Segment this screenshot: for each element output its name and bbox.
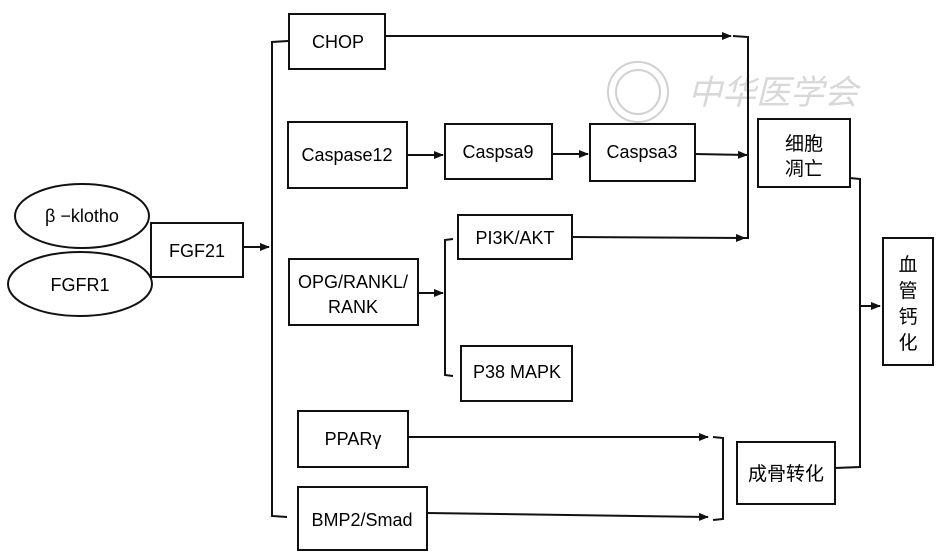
opg-bracket <box>444 238 454 377</box>
chop-label: CHOP <box>312 32 364 52</box>
caspsa3-box <box>589 123 696 182</box>
beta-klotho-label: β −klotho <box>45 206 119 226</box>
vascular-calcification-box <box>882 237 934 366</box>
apoptosis-box <box>757 118 851 188</box>
chop-box <box>288 13 386 70</box>
bmp2-smad-arrow <box>426 512 709 521</box>
osteogenic-bracket <box>712 436 724 521</box>
p38-mapk-box <box>460 345 573 402</box>
beta-klotho-ellipse <box>14 183 150 249</box>
apoptosis-label-line1: 细胞 <box>785 133 823 155</box>
fgf21-label: FGF21 <box>169 241 225 261</box>
ppar-gamma-box <box>297 410 409 468</box>
fgf21-box <box>150 222 244 278</box>
vascular-calcification-char-1: 血 <box>898 254 917 276</box>
watermark-text: 中华医学会 <box>688 73 862 113</box>
opg-rankl-rank-label-line2: RANK <box>328 297 378 317</box>
osteogenic-box <box>736 441 836 505</box>
pi3k-akt-box <box>457 214 573 260</box>
watermark-seal-inner <box>615 69 661 115</box>
osteogenic-label: 成骨转化 <box>748 463 824 485</box>
main-bracket <box>271 40 289 518</box>
caspase12-label: Caspase12 <box>301 145 392 165</box>
bmp2-smad-box <box>297 486 428 551</box>
fgfr1-label: FGFR1 <box>50 275 109 295</box>
caspsa9-label: Caspsa9 <box>462 142 533 162</box>
ppar-gamma-label: PPARγ <box>325 429 382 449</box>
outcome-bracket <box>834 177 861 469</box>
watermark-seal-icon <box>607 61 669 123</box>
watermark: 中华医学会 <box>607 61 862 123</box>
apoptosis-label-line2: 凋亡 <box>785 158 823 180</box>
vascular-calcification-char-3: 钙 <box>898 306 917 328</box>
fgfr1-ellipse <box>7 251 153 317</box>
vascular-calcification-char-2: 管 <box>898 280 917 302</box>
caspsa3-arrow <box>694 150 748 159</box>
caspsa3-label: Caspsa3 <box>606 142 677 162</box>
vascular-calcification-char-4: 化 <box>898 332 917 354</box>
pi3k-akt-arrow <box>571 233 746 242</box>
p38-mapk-label: P38 MAPK <box>473 362 561 382</box>
pi3k-akt-label: PI3K/AKT <box>475 228 554 248</box>
caspsa9-box <box>444 123 553 180</box>
apoptosis-bracket <box>732 35 749 239</box>
bmp2-smad-label: BMP2/Smad <box>311 510 412 530</box>
opg-rankl-rank-label-line1: OPG/RANKL/ <box>298 272 408 292</box>
